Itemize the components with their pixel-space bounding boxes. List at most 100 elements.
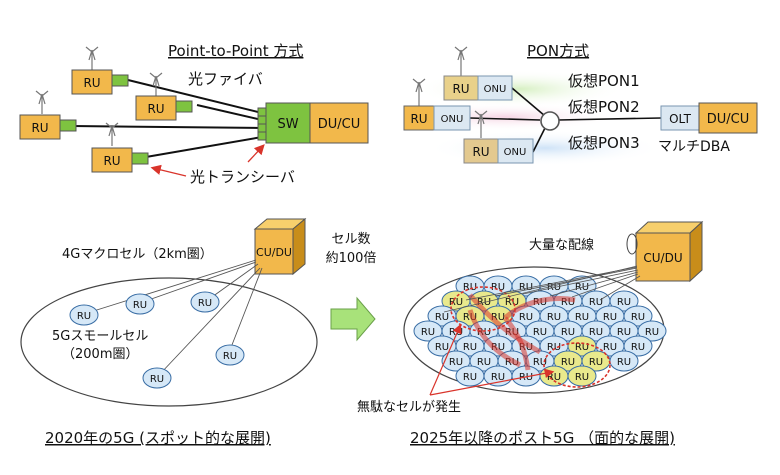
transceiver-icon <box>111 74 129 87</box>
svg-text:CU/DU: CU/DU <box>256 246 292 259</box>
p2p-ru-boxes: RU RU RU RU <box>19 69 193 173</box>
ru-cell-label: RU <box>463 282 477 293</box>
ru-cell-label: RU <box>617 357 631 368</box>
macro-links <box>83 259 263 375</box>
small-cell-range: （200m圏） <box>62 347 138 362</box>
ru-cell <box>623 335 653 357</box>
transceiver-callout <box>150 144 265 177</box>
pon-units: RU ONU RU ONU RU ONU OLT DU/CU <box>403 75 758 164</box>
ru-label: RU <box>147 102 164 116</box>
ru-label: RU <box>31 121 48 135</box>
ru-label: RU <box>452 82 469 96</box>
ru-box <box>91 147 133 173</box>
sw-unit: SW DU/CU <box>257 102 369 144</box>
macro-cu-du-cube: CU/DU <box>253 217 307 276</box>
onu-label: ONU <box>504 147 527 158</box>
ru-cell-label: RU <box>449 297 463 308</box>
ru-cell-label: RU <box>617 297 631 308</box>
pon-antennas <box>412 46 488 138</box>
vpon2-label: 仮想PON2 <box>568 98 640 116</box>
pon-title: PON方式 <box>527 42 589 60</box>
ru-cell-label: RU <box>575 372 589 383</box>
du-cu-box <box>698 102 758 134</box>
ru-cell <box>637 320 667 342</box>
wiring-label: 大量な配線 <box>529 237 594 253</box>
ru-cell-label: RU <box>533 327 547 338</box>
onu-label: ONU <box>441 114 464 125</box>
ru-cell-label: RU <box>561 357 575 368</box>
transceiver-icon <box>131 152 149 165</box>
svg-text:RU: RU <box>198 298 212 309</box>
ru-box <box>403 105 435 131</box>
ru-cell <box>623 305 653 327</box>
svg-text:RU: RU <box>223 351 237 362</box>
ru-label: RU <box>472 145 489 159</box>
ru-label: RU <box>83 76 100 90</box>
ru-cell-label: RU <box>589 327 603 338</box>
cell-count-label: セル数 <box>331 232 370 247</box>
du-cu-label: DU/CU <box>318 117 361 132</box>
onu-box <box>433 105 471 131</box>
ru-cell-label: RU <box>491 282 505 293</box>
macro-cell-label: 4Gマクロセル（2km圏） <box>62 247 213 262</box>
ru-cell-label: RU <box>435 312 449 323</box>
title-2020: 2020年の5G (スポット的な展開) <box>45 429 271 447</box>
vpon1-label: 仮想PON1 <box>568 72 640 90</box>
waste-callout <box>429 323 555 396</box>
ru-cell-label: RU <box>463 312 477 323</box>
waste-label: 無駄なセルが発生 <box>357 400 461 415</box>
dba-label: マルチDBA <box>658 139 730 155</box>
ru-cell-label: RU <box>449 357 463 368</box>
ru-cell-label: RU <box>519 282 533 293</box>
title-2025: 2025年以降のポスト5G （面的な展開) <box>410 429 675 447</box>
ru-cell-label: RU <box>547 312 561 323</box>
ru-cell-label: RU <box>645 327 659 338</box>
ru-cell-label: RU <box>631 312 645 323</box>
ru-cell-label: RU <box>589 297 603 308</box>
du-cu-label: DU/CU <box>707 112 750 127</box>
dense-cu-du-cube: CU/DU <box>634 220 704 283</box>
svg-text:RU: RU <box>150 374 164 385</box>
ru-cell-label: RU <box>477 357 491 368</box>
transceiver-label: 光トランシーバ <box>190 168 295 186</box>
ru-box <box>135 95 177 121</box>
ru-box <box>443 75 479 101</box>
ru-label: RU <box>410 112 427 126</box>
ru-box <box>463 138 499 164</box>
ru-label: RU <box>103 154 120 168</box>
ru-cell-label: RU <box>435 342 449 353</box>
vpon3-label: 仮想PON3 <box>568 134 640 152</box>
onu-box <box>477 75 513 101</box>
ru-cell-label: RU <box>519 342 533 353</box>
fiber-label: 光ファイバ <box>188 70 263 88</box>
olt-label: OLT <box>669 112 691 126</box>
ru-cell-label: RU <box>631 342 645 353</box>
ru-cell-label: RU <box>421 327 435 338</box>
ru-cell <box>567 365 597 387</box>
ru-cell-label: RU <box>491 342 505 353</box>
wiring-bundle <box>443 265 641 313</box>
bundle-loop-icon <box>626 233 638 255</box>
splitter-icon <box>540 111 560 131</box>
sw-label: SW <box>277 117 298 132</box>
small-cell-label: 5Gスモールセル <box>52 329 148 344</box>
du-cu-box <box>309 102 369 144</box>
p2p-title: Point-to-Point 方式 <box>168 42 303 60</box>
ru-cell-label: RU <box>491 312 505 323</box>
ru-cell-label: RU <box>463 342 477 353</box>
ru-cell-label: RU <box>603 342 617 353</box>
ru-cell-label: RU <box>617 327 631 338</box>
antenna-icons <box>35 46 163 146</box>
ru-cell-label: RU <box>547 342 561 353</box>
ru-cell-label: RU <box>491 372 505 383</box>
ru-cell-label: RU <box>589 357 603 368</box>
cell-count-ratio: 約100倍 <box>326 251 377 266</box>
transceiver-icon <box>59 119 77 132</box>
onu-box <box>497 138 534 164</box>
onu-label: ONU <box>484 84 507 95</box>
ru-cell-label: RU <box>561 297 575 308</box>
ru-cell-label: RU <box>519 312 533 323</box>
svg-text:CU/DU: CU/DU <box>643 251 682 265</box>
